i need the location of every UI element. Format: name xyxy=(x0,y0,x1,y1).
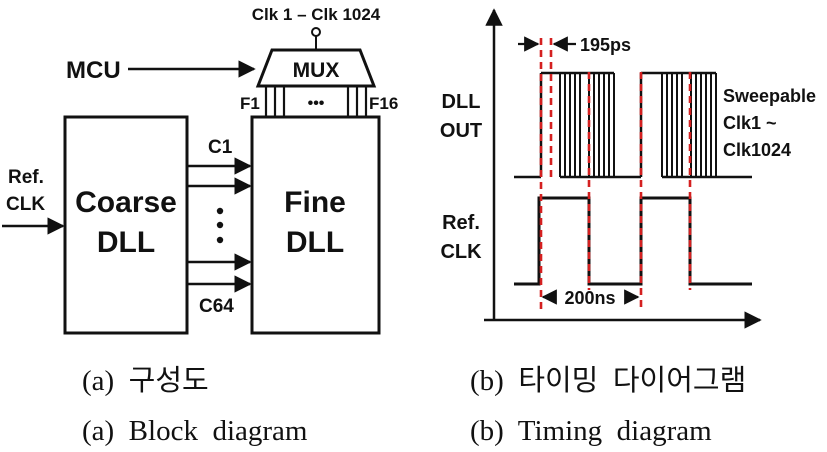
caption-b-english: (b) Timing diagram xyxy=(470,415,712,447)
caption-a-korean: (a) 구성도 xyxy=(82,365,209,397)
block-diagram: Coarse DLL Fine DLL MUX Clk 1 – Clk 1024… xyxy=(2,5,398,447)
sweepable-label-1: Sweepable xyxy=(723,86,816,106)
ref-clk-input-label-1: Ref. xyxy=(8,167,44,188)
mux-block xyxy=(255,48,377,88)
coarse-dll-label-1: Coarse xyxy=(75,186,177,219)
bus-dots: ••• xyxy=(308,95,325,112)
mux-output-terminal xyxy=(311,27,321,37)
f16-label: F16 xyxy=(369,94,398,113)
fine-dll-label-1: Fine xyxy=(284,186,346,219)
caption-a-english: (a) Block diagram xyxy=(82,415,308,447)
c64-label: C64 xyxy=(199,296,234,317)
ref-clk-label-1: Ref. xyxy=(442,212,480,234)
dll-out-label-2: OUT xyxy=(440,120,482,142)
ellipsis-dot xyxy=(216,207,224,215)
c1-label: C1 xyxy=(208,137,233,158)
caption-b-korean: (b) 타이밍 다이어그램 xyxy=(470,365,746,397)
mux-label: MUX xyxy=(293,59,340,82)
ellipsis-dot xyxy=(216,221,224,229)
mcu-label: MCU xyxy=(66,57,121,84)
red-dashed-markers xyxy=(539,38,692,310)
coarse-dll-label-2: DLL xyxy=(97,226,155,259)
fine-dll-block xyxy=(250,115,381,335)
ref-clk-label-2: CLK xyxy=(440,241,482,263)
coarse-dll-block xyxy=(63,115,189,335)
ellipsis-dot xyxy=(216,236,224,244)
period-label: 200ns xyxy=(564,288,615,308)
ref-clk-waveform xyxy=(514,196,752,286)
dll-out-label-1: DLL xyxy=(442,91,481,113)
ref-clk-input-label-2: CLK xyxy=(6,194,45,215)
timing-diagram: 195ps 200ns DLL OUT Ref. CLK Sweepable C… xyxy=(440,8,816,447)
sweepable-label-3: Clk1024 xyxy=(723,140,791,160)
coarse-to-fine-arrows xyxy=(187,157,252,293)
sweepable-label-2: Clk1 ~ xyxy=(723,113,777,133)
fine-dll-label-2: DLL xyxy=(286,226,344,259)
delay-label: 195ps xyxy=(580,35,631,55)
f1-label: F1 xyxy=(240,94,260,113)
clk-range-label: Clk 1 – Clk 1024 xyxy=(252,5,381,24)
fine-to-mux-bus xyxy=(264,87,368,117)
